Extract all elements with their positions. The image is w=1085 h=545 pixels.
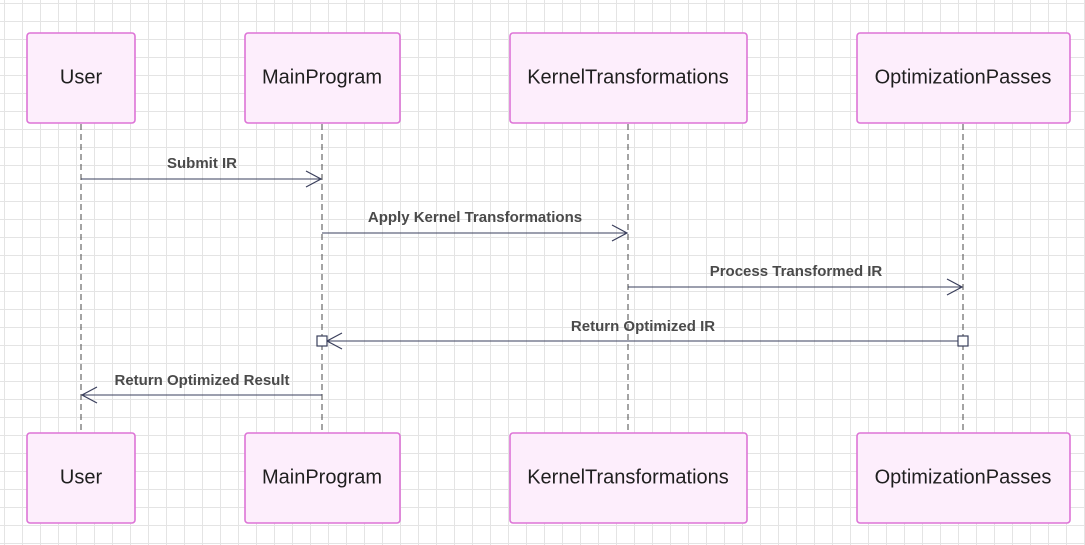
actor-label: MainProgram [262,66,382,88]
message-start-square-icon [957,335,969,347]
actor-label: KernelTransformations [527,66,729,88]
arrow-head-icon [305,170,323,188]
actor-label: OptimizationPasses [875,466,1052,488]
actor-box-top-opt[interactable]: OptimizationPasses [856,32,1071,124]
message-label: Submit IR [167,155,237,172]
arrow-head-icon [946,278,964,296]
actor-label: MainProgram [262,466,382,488]
actor-box-top-user[interactable]: User [26,32,136,124]
message-return-optimized-result: Return Optimized Result [80,372,322,404]
message-label: Apply Kernel Transformations [368,209,582,226]
message-process-transformed-ir: Process Transformed IR [628,263,964,296]
actor-label: User [60,66,103,88]
actor-box-bottom-opt[interactable]: OptimizationPasses [856,432,1071,524]
arrow-head-icon [80,386,98,404]
message-label: Return Optimized Result [114,372,289,389]
message-label: Return Optimized IR [571,318,715,335]
actor-box-top-main[interactable]: MainProgram [244,32,401,124]
actor-box-bottom-main[interactable]: MainProgram [244,432,401,524]
actor-label: KernelTransformations [527,466,729,488]
actor-box-bottom-user[interactable]: User [26,432,136,524]
message-label: Process Transformed IR [710,263,883,280]
message-submit-ir: Submit IR [81,155,323,188]
message-end-square-icon [316,335,328,347]
arrow-head-icon [611,224,629,242]
actor-label: OptimizationPasses [875,66,1052,88]
actor-box-bottom-kernel[interactable]: KernelTransformations [509,432,748,524]
actor-label: User [60,466,103,488]
message-apply-kernel-transformations: Apply Kernel Transformations [322,209,629,242]
message-return-optimized-ir: Return Optimized IR [316,318,969,350]
actor-box-top-kernel[interactable]: KernelTransformations [509,32,748,124]
